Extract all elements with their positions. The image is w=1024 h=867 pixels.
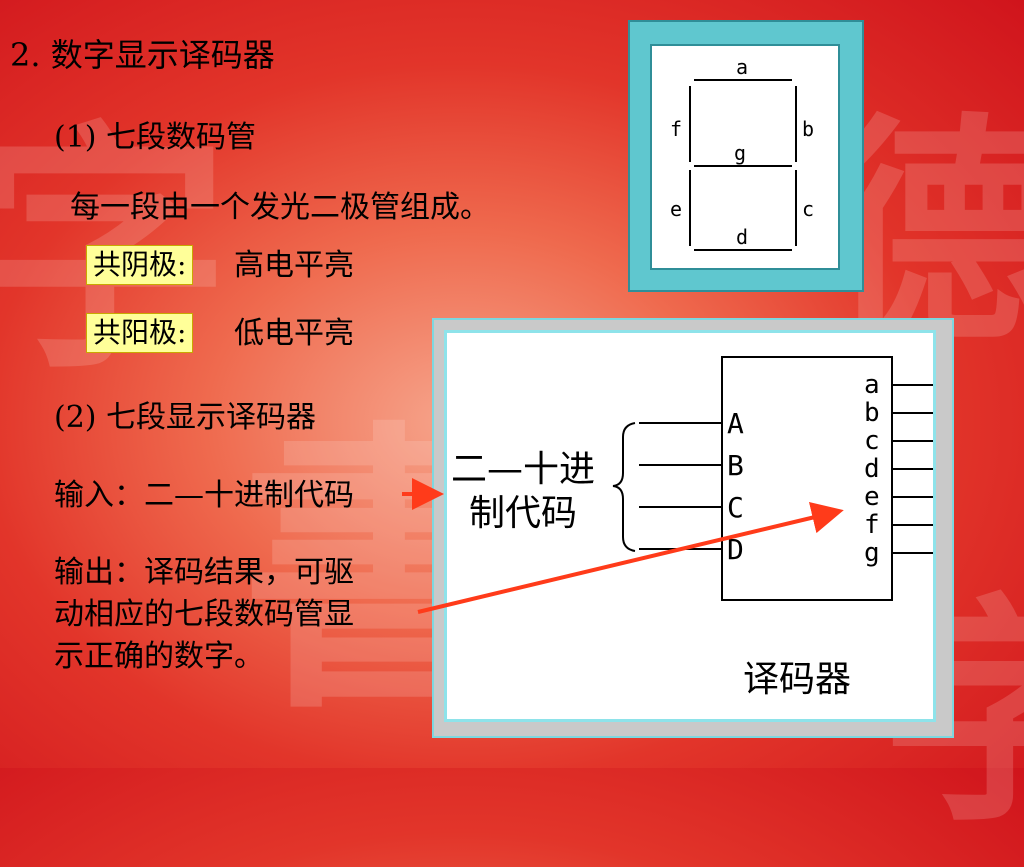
input-description: 输入：二—十进制代码 xyxy=(54,478,354,513)
slide-title: 2. 数字显示译码器 xyxy=(10,36,275,74)
seven-segment-figure: a f b g e c d xyxy=(628,20,864,292)
common-cathode-value: 高电平亮 xyxy=(234,248,354,283)
common-anode-label: 共阳极: xyxy=(86,313,194,353)
segment-a-label: a xyxy=(736,55,748,79)
decoder-output-d: d xyxy=(864,454,880,484)
output-description-line3: 示正确的数字。 xyxy=(54,639,264,674)
decoder-output-a: a xyxy=(864,370,880,400)
segment-d-label: d xyxy=(736,225,748,249)
decoder-output-e: e xyxy=(864,482,880,512)
figure-canvas: a f b g e c d xyxy=(650,44,840,270)
decoder-output-c: c xyxy=(864,426,880,456)
decoder-input-label-line1: 二—十进 xyxy=(451,449,595,490)
section-decoder-heading: (2) 七段显示译码器 xyxy=(54,400,317,435)
decoder-input-b: B xyxy=(727,449,744,482)
figure-canvas: A B C D a b c d e f g 二—十进 制代码 译码器 xyxy=(444,330,936,722)
seven-segment-diagram: a f b g e c d xyxy=(670,55,814,251)
common-cathode-label: 共阴极: xyxy=(86,245,194,285)
decoder-figure: A B C D a b c d e f g 二—十进 制代码 译码器 xyxy=(432,318,954,738)
decoder-caption: 译码器 xyxy=(743,659,851,700)
decoder-input-c: C xyxy=(727,491,744,524)
decoder-output-f: f xyxy=(864,510,880,540)
output-description-line2: 动相应的七段数码管显 xyxy=(54,597,354,632)
seven-segment-description: 每一段由一个发光二极管组成。 xyxy=(70,190,490,225)
section-seven-segment-heading: (1) 七段数码管 xyxy=(54,120,257,155)
decoder-output-b: b xyxy=(864,398,880,428)
decoder-input-label-line2: 制代码 xyxy=(469,493,577,534)
output-description-line1: 输出：译码结果，可驱 xyxy=(54,555,354,590)
decoder-input-d: D xyxy=(727,533,744,566)
segment-g-label: g xyxy=(734,141,746,165)
segment-e-label: e xyxy=(670,197,682,221)
segment-f-label: f xyxy=(670,117,682,141)
decoder-diagram: A B C D a b c d e f g 二—十进 制代码 译码器 xyxy=(451,356,933,700)
decoder-input-a: A xyxy=(727,407,744,440)
segment-c-label: c xyxy=(802,197,814,221)
background-watermark: 字 xyxy=(0,40,230,417)
input-brace xyxy=(612,422,636,552)
segment-b-label: b xyxy=(802,117,814,141)
common-anode-value: 低电平亮 xyxy=(234,316,354,351)
decoder-output-g: g xyxy=(864,538,880,568)
